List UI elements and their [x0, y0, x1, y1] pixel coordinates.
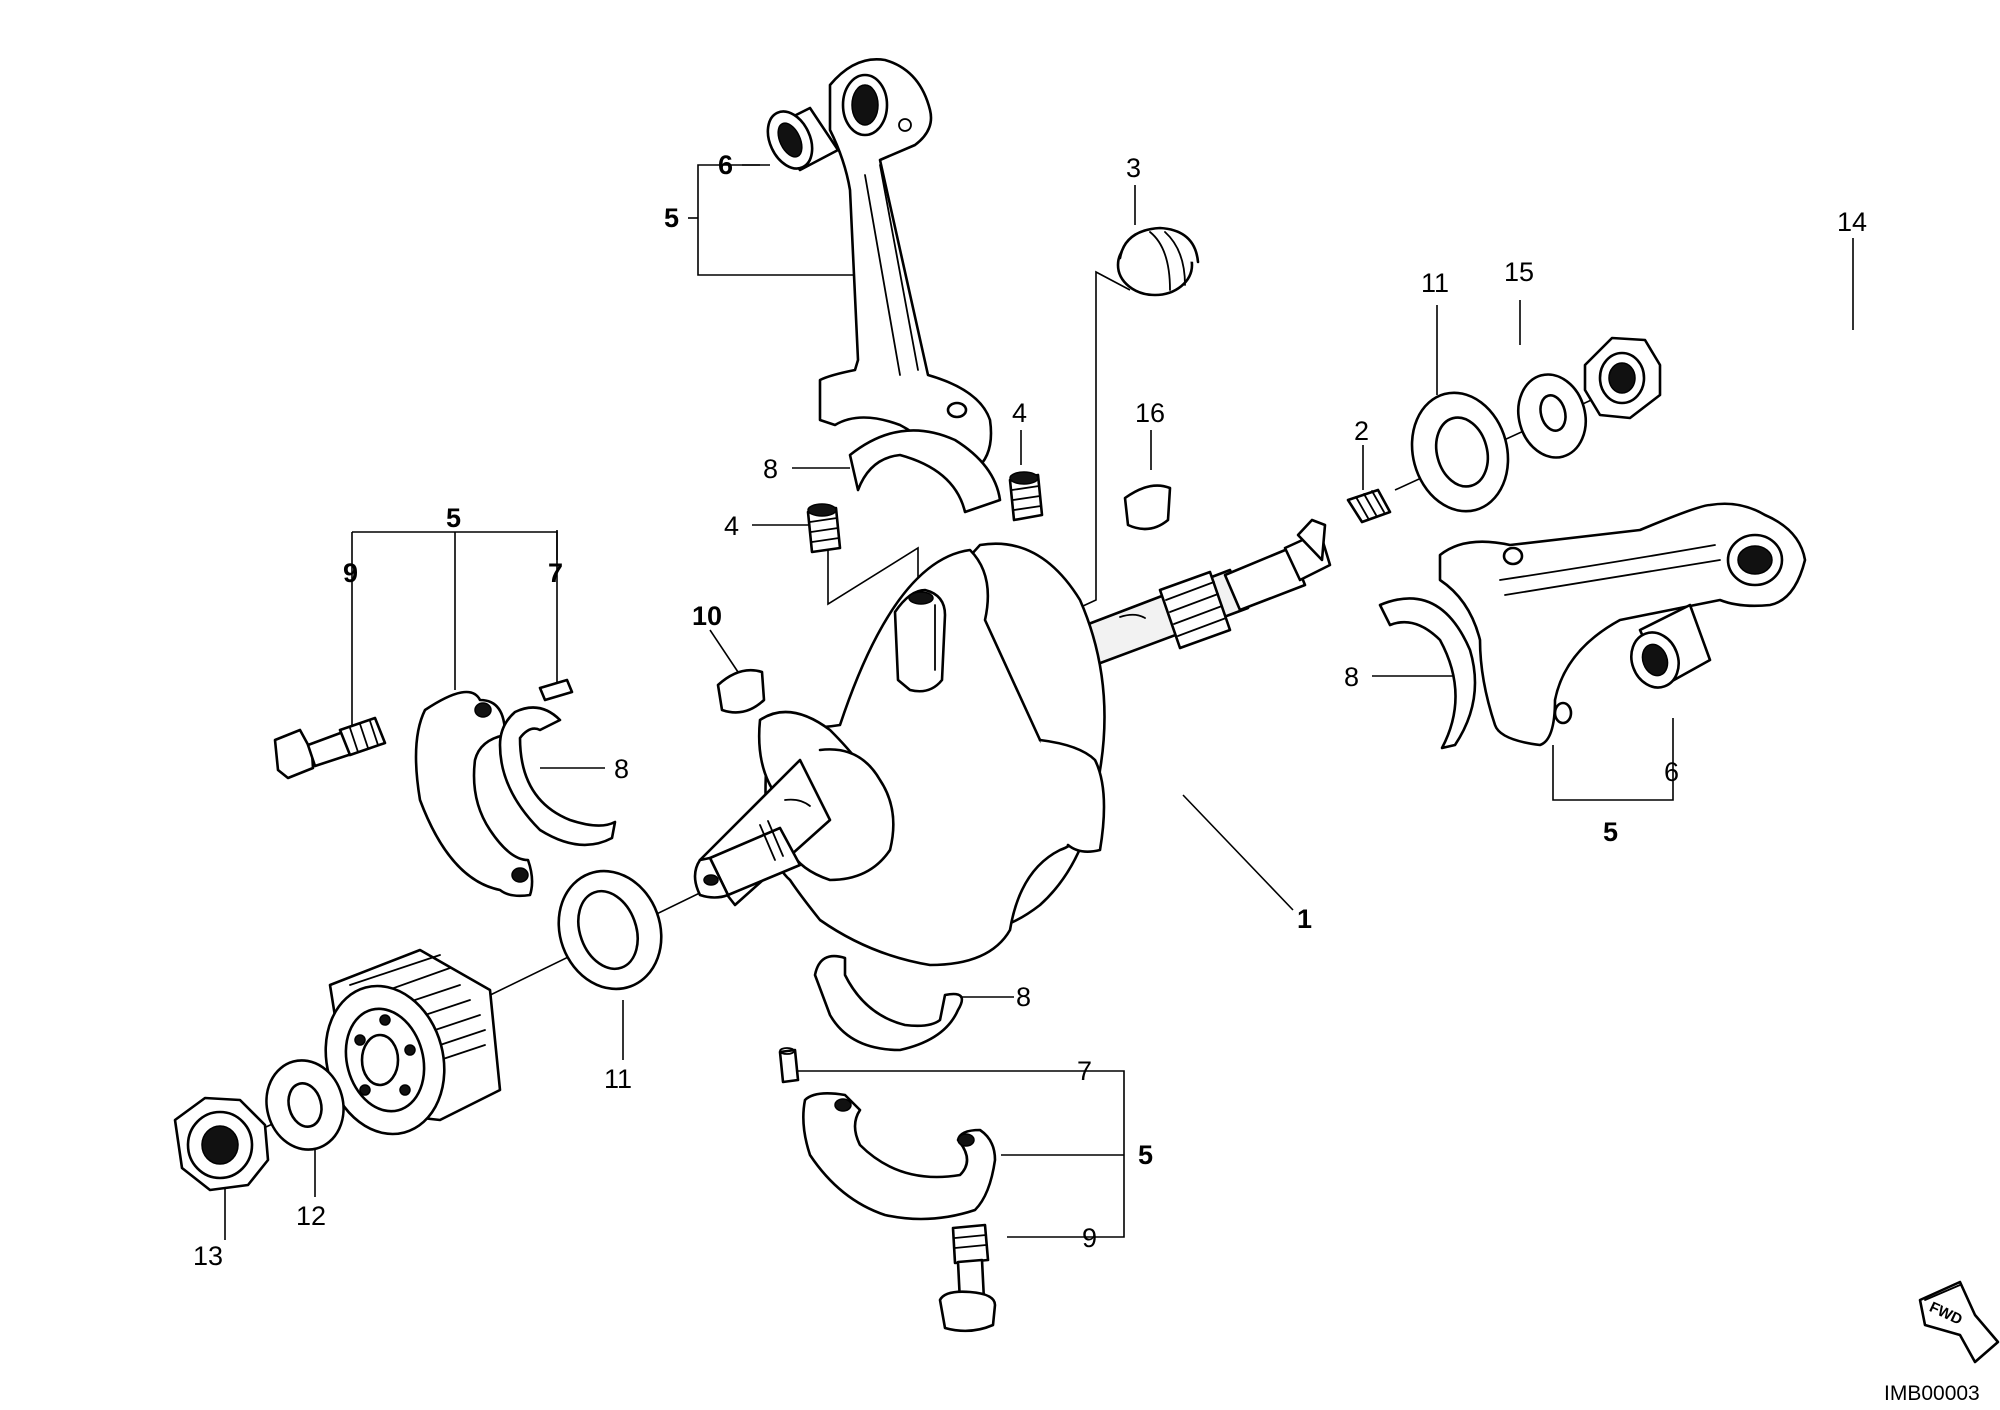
callout-5-bottom: 5 — [1138, 1140, 1153, 1170]
bolt-left — [273, 716, 387, 780]
callout-11-left: 11 — [604, 1064, 632, 1094]
callout-1: 1 — [1297, 904, 1312, 934]
bearing-shell-right — [1378, 597, 1477, 750]
bearing-cap-bottom — [802, 1092, 997, 1221]
callout-6-right: 6 — [1664, 757, 1679, 787]
fwd-arrow-icon — [1918, 1280, 2000, 1364]
callout-13: 13 — [193, 1241, 223, 1271]
plug-2 — [1346, 488, 1392, 524]
callout-4-right: 4 — [1012, 398, 1027, 428]
callout-11-right: 11 — [1421, 268, 1449, 298]
callout-7-bottom: 7 — [1077, 1056, 1092, 1086]
washer-15 — [1517, 373, 1587, 459]
pin-bottom — [778, 1047, 800, 1084]
plug-right — [1008, 471, 1044, 522]
callout-9-bottom: 9 — [1082, 1223, 1097, 1253]
thrust-washer-left — [557, 869, 663, 991]
connecting-rod-top — [818, 58, 993, 477]
callout-12: 12 — [296, 1201, 326, 1231]
callout-9-left: 9 — [343, 558, 358, 588]
callout-14: 14 — [1837, 207, 1867, 237]
timing-gear — [324, 948, 502, 1136]
bolt-bottom — [938, 1223, 997, 1333]
callout-6-top: 6 — [718, 150, 733, 180]
callout-16: 16 — [1135, 398, 1165, 428]
callout-10: 10 — [692, 601, 722, 631]
parts-illustration — [173, 58, 2000, 1364]
woodruff-key-right — [1123, 484, 1172, 531]
crankshaft — [693, 518, 1332, 967]
callout-3: 3 — [1126, 153, 1141, 183]
callout-15: 15 — [1504, 257, 1534, 287]
pin-left — [538, 678, 574, 702]
bearing-shell-top — [848, 429, 1002, 514]
callout-8-top: 8 — [763, 454, 778, 484]
bearing-shell-bottom — [813, 954, 964, 1052]
nut-13 — [173, 1096, 270, 1192]
thrust-washer-right — [1410, 391, 1510, 513]
callout-7-left: 7 — [548, 558, 563, 588]
callout-8-left: 8 — [614, 754, 629, 784]
callout-8-right: 8 — [1344, 662, 1359, 692]
bearing-shell-left — [498, 706, 617, 847]
connecting-rod-right — [1438, 502, 1807, 747]
leader-lines — [224, 164, 1854, 1240]
bearing-cap-left — [414, 690, 534, 898]
callout-5-left: 5 — [446, 503, 461, 533]
small-end-bushing-right — [1630, 603, 1712, 689]
diagram-code: IMB00003 — [1884, 1382, 1980, 1405]
callout-2: 2 — [1354, 416, 1369, 446]
woodruff-key-left — [716, 668, 766, 714]
callout-5-right: 5 — [1603, 817, 1618, 847]
nut-14 — [1583, 336, 1662, 420]
callout-labels: 6 5 3 14 15 11 4 16 2 8 4 5 9 7 10 8 8 6… — [193, 150, 1980, 1405]
callout-4-left: 4 — [724, 511, 739, 541]
callout-5-top: 5 — [664, 203, 679, 233]
callout-8-bottom: 8 — [1016, 982, 1031, 1012]
plug-left — [806, 503, 842, 554]
small-end-bushing-top — [766, 106, 840, 172]
washer-12 — [265, 1059, 345, 1151]
crankpin-cap — [1116, 226, 1200, 297]
